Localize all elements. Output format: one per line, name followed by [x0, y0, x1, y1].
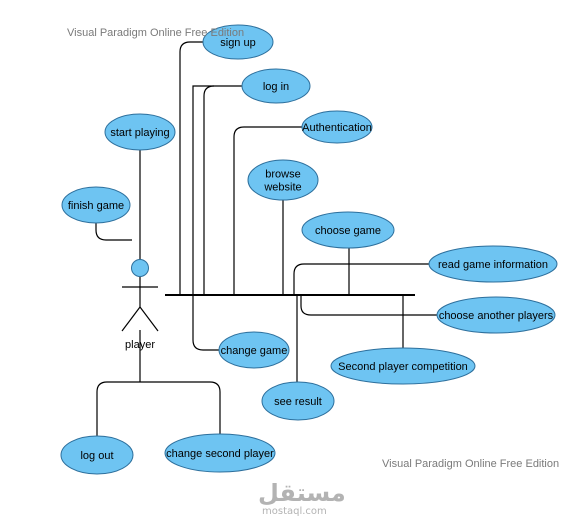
usecase-ellipse	[104, 113, 176, 151]
actor-label: player	[125, 339, 155, 351]
usecase-label: see result	[274, 396, 322, 408]
usecase-label: sign up	[220, 37, 255, 49]
connector-line	[95, 223, 132, 241]
usecase-ellipse	[436, 296, 556, 334]
use-cases: sign up log in Authentication browsewebsite…	[60, 24, 558, 475]
usecase-label: Authentication	[302, 122, 372, 134]
usecase-read-game-information[interactable]: read game information	[428, 245, 558, 283]
actor-body-line	[139, 306, 159, 332]
usecase-authentication[interactable]: Authentication	[301, 110, 373, 144]
usecase-ellipse	[202, 24, 274, 60]
usecase-label: read game information	[438, 259, 548, 271]
mostaql-logo: مستقل	[258, 479, 346, 507]
usecase-sign-up[interactable]: sign up	[202, 24, 274, 60]
usecase-second-player-competition[interactable]: Second player competition	[330, 347, 476, 385]
usecase-ellipse	[61, 186, 131, 224]
connector-line	[293, 263, 430, 295]
connector-line	[179, 41, 205, 295]
actor-player: player	[121, 259, 159, 351]
usecase-label: log in	[263, 81, 289, 93]
usecase-ellipse	[218, 331, 290, 369]
usecase-ellipse	[247, 159, 319, 201]
usecase-ellipse	[164, 433, 276, 473]
usecase-finish-game[interactable]: finish game	[61, 186, 131, 224]
usecase-ellipse	[301, 211, 395, 249]
connector-line	[192, 295, 219, 351]
usecase-ellipse	[241, 68, 311, 104]
usecase-label: Second player competition	[338, 361, 468, 373]
actor-head	[131, 259, 149, 277]
usecase-change-game[interactable]: change game	[218, 331, 290, 369]
usecase-ellipse	[301, 110, 373, 144]
connector-line	[203, 85, 215, 295]
usecase-ellipse	[428, 245, 558, 283]
usecase-label: website	[263, 182, 301, 194]
usecase-label: change second player	[166, 448, 274, 460]
connectors	[95, 41, 438, 436]
watermark-top: Visual Paradigm Online Free Edition	[67, 27, 245, 39]
usecase-label: start playing	[110, 127, 169, 139]
usecase-choose-game[interactable]: choose game	[301, 211, 395, 249]
usecase-see-result[interactable]: see result	[261, 381, 335, 421]
usecase-label: choose another players	[439, 310, 554, 322]
connector-line	[96, 381, 221, 436]
usecase-log-out[interactable]: log out	[60, 435, 134, 475]
actor-body-line	[121, 306, 141, 332]
watermark-bottom: Visual Paradigm Online Free Edition	[382, 458, 560, 470]
usecase-start-playing[interactable]: start playing	[104, 113, 176, 151]
usecase-ellipse	[261, 381, 335, 421]
usecase-ellipse	[330, 347, 476, 385]
usecase-label: choose game	[315, 225, 381, 237]
connector-line	[192, 85, 243, 295]
connector-line	[233, 126, 303, 295]
mostaql-logo-url: mostaql.com	[262, 506, 327, 517]
usecase-choose-another-players[interactable]: choose another players	[436, 296, 556, 334]
usecase-label: log out	[80, 450, 113, 462]
usecase-label: finish game	[68, 200, 124, 212]
connector-line	[300, 295, 438, 316]
usecase-change-second-player[interactable]: change second player	[164, 433, 276, 473]
usecase-ellipse	[60, 435, 134, 475]
usecase-log-in[interactable]: log in	[241, 68, 311, 104]
usecase-label: browse	[265, 169, 300, 181]
usecase-label: change game	[221, 345, 288, 357]
